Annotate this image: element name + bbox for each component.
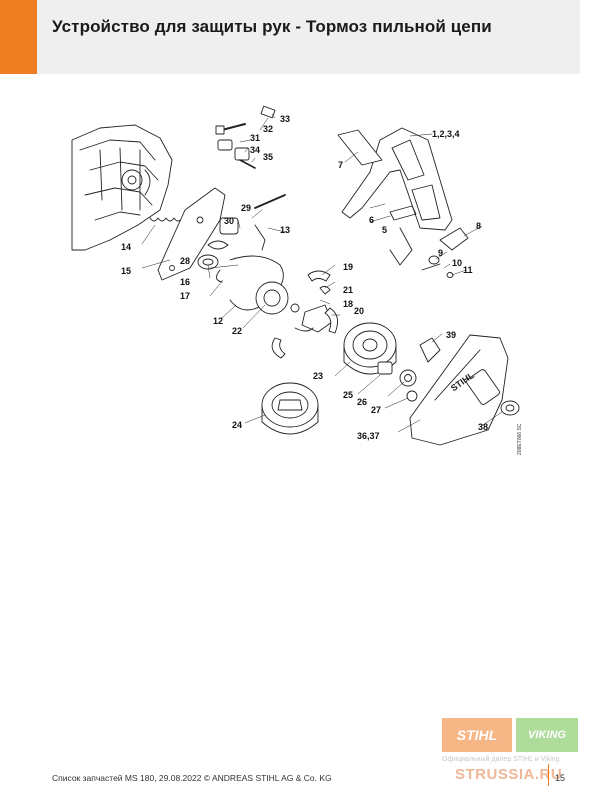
latch-drawing bbox=[419, 337, 441, 363]
brake-lever-drawing bbox=[439, 227, 469, 251]
brake-spring-drawing bbox=[149, 217, 183, 222]
callout-33: 33 bbox=[280, 114, 291, 124]
callout-14: 14 bbox=[121, 242, 132, 252]
callout-31: 31 bbox=[250, 133, 261, 143]
callout-10: 10 bbox=[452, 258, 463, 268]
callout-leader-lines bbox=[141, 113, 503, 433]
page-number: 15 bbox=[555, 773, 566, 783]
stihl-logo: STIHL bbox=[442, 718, 512, 752]
callout-16: 16 bbox=[180, 277, 191, 287]
header-accent-bar bbox=[0, 0, 37, 74]
engine-housing-drawing bbox=[71, 124, 173, 251]
drawing-code: 208ET066 SC bbox=[517, 423, 523, 455]
viking-logo: VIKING bbox=[516, 718, 578, 752]
exploded-parts-diagram: STIHL bbox=[71, 105, 520, 446]
clutch-shoes-drawing bbox=[271, 270, 339, 359]
callout-5: 5 bbox=[382, 225, 388, 235]
dealer-logos: STIHL VIKING bbox=[442, 718, 582, 754]
brake-lever-assembly-drawing bbox=[197, 194, 286, 270]
callout-34: 34 bbox=[250, 145, 261, 155]
callout-1-2-3-4: 1,2,3,4 bbox=[432, 129, 460, 139]
callout-24: 24 bbox=[232, 420, 243, 430]
callout-35: 35 bbox=[263, 152, 274, 162]
callout-7: 7 bbox=[338, 160, 344, 170]
callout-32: 32 bbox=[263, 124, 274, 134]
callout-23: 23 bbox=[313, 371, 324, 381]
footer-copyright: Список запчастей MS 180, 29.08.2022 © AN… bbox=[52, 773, 332, 783]
callout-30: 30 bbox=[224, 216, 235, 226]
hand-guard-pad-drawing bbox=[337, 129, 383, 166]
callout-9: 9 bbox=[438, 248, 444, 258]
page-number-divider bbox=[548, 764, 549, 786]
callout-26: 26 bbox=[357, 397, 368, 407]
page-header bbox=[0, 0, 580, 74]
callout-22: 22 bbox=[232, 326, 243, 336]
callout-28: 28 bbox=[180, 256, 191, 266]
callout-20: 20 bbox=[354, 306, 365, 316]
callout-29: 29 bbox=[241, 203, 252, 213]
guard-spring-drawing bbox=[389, 205, 417, 221]
hand-guard-drawing bbox=[341, 127, 453, 266]
needle-cage-washer-drawing bbox=[377, 361, 418, 402]
callout-12: 12 bbox=[213, 316, 224, 326]
dealer-caption: Официальный дилер STIHL и Viking bbox=[442, 756, 560, 763]
callout-27: 27 bbox=[371, 405, 382, 415]
callout-38: 38 bbox=[478, 422, 489, 432]
sprocket-drum-drawing bbox=[261, 382, 319, 435]
callout-17: 17 bbox=[180, 291, 191, 301]
callout-36-37: 36,37 bbox=[357, 431, 380, 441]
callout-15: 15 bbox=[121, 266, 132, 276]
dealer-site-watermark: STRUSSIA.RU bbox=[455, 766, 563, 783]
callout-25: 25 bbox=[343, 390, 354, 400]
callout-19: 19 bbox=[343, 262, 354, 272]
callout-11: 11 bbox=[463, 265, 473, 275]
callout-18: 18 bbox=[343, 299, 354, 309]
callout-13: 13 bbox=[280, 225, 291, 235]
washer-set-drawing bbox=[421, 255, 454, 278]
cover-nut-drawing bbox=[500, 400, 520, 416]
page-title: Устройство для защиты рук - Тормоз пильн… bbox=[52, 17, 492, 36]
callout-39: 39 bbox=[446, 330, 457, 340]
callout-21: 21 bbox=[343, 285, 354, 295]
clutch-drum-drawing bbox=[343, 322, 397, 375]
callout-6: 6 bbox=[369, 215, 375, 225]
sprocket-cover-drawing: STIHL bbox=[409, 334, 509, 446]
brake-band-drawing bbox=[216, 255, 284, 311]
callout-8: 8 bbox=[476, 221, 482, 231]
screw-set-drawing bbox=[215, 105, 276, 169]
brake-cover-plate-drawing bbox=[157, 187, 226, 281]
clutch-disc-drawing bbox=[255, 281, 300, 315]
